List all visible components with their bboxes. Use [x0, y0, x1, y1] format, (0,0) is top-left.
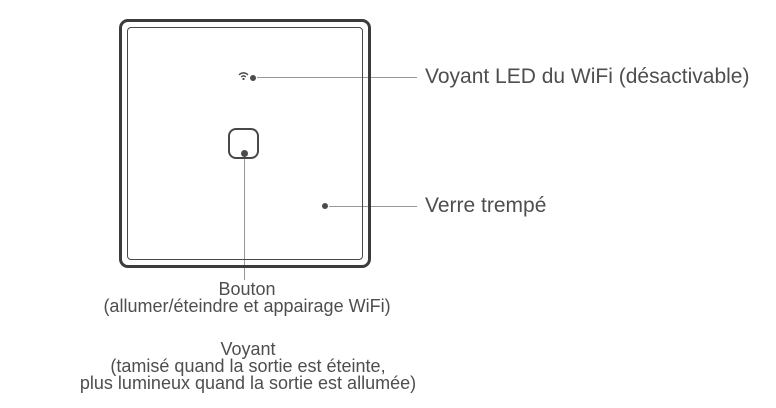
leader-line-glass	[329, 206, 417, 208]
button-marker-dot	[241, 150, 248, 157]
label-indicator: Voyant (tamisé quand la sortie est étein…	[38, 339, 458, 393]
leader-line-wifi-led	[257, 77, 417, 79]
indicator-caption-desc-line2: plus lumineux quand la sortie est allumé…	[79, 373, 417, 393]
leader-line-button	[244, 156, 246, 280]
indicator-caption-desc-line1: (tamisé quand la sortie est éteinte,	[110, 356, 386, 376]
indicator-caption-title: Voyant	[220, 339, 276, 359]
button-caption-desc: (allumer/éteindre et appairage WiFi)	[103, 295, 391, 316]
switch-front-panel	[119, 19, 371, 268]
label-wifi-led: Voyant LED du WiFi (désactivable)	[425, 65, 750, 88]
touch-button-outline	[228, 128, 259, 159]
glass-marker-dot	[322, 203, 328, 209]
label-glass: Verre trempé	[425, 194, 547, 217]
button-caption-title: Bouton	[218, 279, 276, 299]
wifi-icon	[237, 68, 250, 86]
label-button: Bouton (allumer/éteindre et appairage Wi…	[77, 279, 417, 316]
device-inner-frame	[127, 27, 363, 260]
wifi-led-marker-dot	[250, 75, 256, 81]
